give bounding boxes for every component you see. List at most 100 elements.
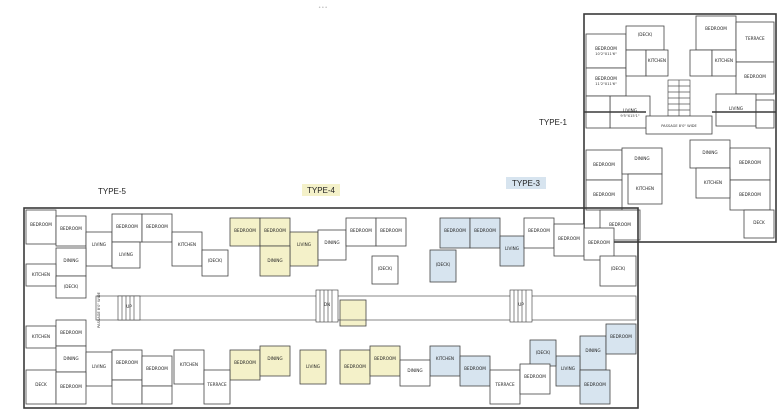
room-outline bbox=[439, 217, 471, 249]
room-outline bbox=[339, 349, 371, 385]
room-label: LIVING bbox=[505, 246, 519, 251]
room-label: BEDROOM bbox=[528, 228, 550, 233]
room-outline bbox=[645, 49, 669, 77]
type3-label: TYPE-3 bbox=[512, 179, 541, 188]
room-outline bbox=[25, 209, 57, 245]
room-label: DINING bbox=[407, 368, 422, 373]
room-outline bbox=[141, 213, 173, 243]
room-outline bbox=[141, 385, 173, 405]
room-label: DINING bbox=[702, 150, 717, 155]
type4-label-bg bbox=[302, 184, 340, 196]
room-outline bbox=[429, 345, 461, 377]
room-outline bbox=[735, 61, 775, 95]
room-outline bbox=[583, 13, 777, 243]
room-outline bbox=[625, 49, 647, 77]
type1-label: TYPE-1 bbox=[539, 118, 568, 127]
room-label: BEDROOM bbox=[264, 228, 286, 233]
room-outline bbox=[201, 249, 229, 277]
room-outline bbox=[489, 369, 521, 405]
room-label: (DECK) bbox=[638, 32, 653, 37]
room-outline bbox=[621, 147, 663, 175]
room-outline bbox=[553, 223, 585, 257]
room-outline bbox=[735, 21, 775, 63]
room-outline bbox=[519, 363, 551, 395]
room-label: (DECK) bbox=[436, 262, 451, 267]
room-label: KITCHEN bbox=[636, 186, 654, 191]
room-label: (DECK) bbox=[536, 350, 551, 355]
room-label: BEDROOM bbox=[60, 384, 82, 389]
room-label: KITCHEN bbox=[715, 58, 733, 63]
stair-core-3 bbox=[509, 289, 533, 323]
room-label: (DECK) bbox=[378, 266, 393, 271]
room-outline bbox=[459, 355, 491, 387]
room-outline bbox=[55, 319, 87, 347]
room-label: KITCHEN bbox=[704, 180, 722, 185]
type1-tower: PASSAGE 8'0" WIDE BEDROOM 10'2"X11'6" BE… bbox=[583, 13, 777, 243]
room-outline bbox=[585, 67, 627, 97]
room-outline bbox=[259, 245, 291, 277]
room-outline bbox=[399, 359, 431, 387]
room-label: BEDROOM bbox=[584, 382, 606, 387]
room-label: BEDROOM bbox=[380, 228, 402, 233]
room-outline bbox=[289, 231, 319, 267]
room-outline bbox=[689, 49, 713, 77]
room-label: BEDROOM bbox=[588, 240, 610, 245]
room-label: 10'2"X11'6" bbox=[595, 52, 617, 56]
room-label: LIVING bbox=[297, 242, 311, 247]
room-label: TERRACE bbox=[494, 382, 515, 387]
room-label: BEDROOM bbox=[524, 374, 546, 379]
room-outline bbox=[173, 349, 205, 385]
room-outline bbox=[345, 217, 377, 247]
stair-core-1 bbox=[117, 295, 141, 321]
room-label: BEDROOM bbox=[146, 366, 168, 371]
room-label: (DECK) bbox=[208, 258, 223, 263]
room-outline bbox=[23, 207, 639, 409]
room-label: 11'2"X11'6" bbox=[595, 82, 617, 86]
room-label: DN bbox=[324, 302, 330, 307]
room-outline bbox=[579, 335, 607, 371]
room-outline bbox=[755, 99, 775, 129]
room-label: BEDROOM bbox=[705, 26, 727, 31]
room-label: KITCHEN bbox=[436, 356, 454, 361]
room-outline bbox=[171, 231, 203, 267]
room-label: BEDROOM bbox=[374, 356, 396, 361]
room-outline bbox=[625, 25, 665, 51]
room-label: BEDROOM bbox=[609, 222, 631, 227]
room-label: BEDROOM bbox=[595, 76, 617, 81]
room-label: LIVING bbox=[623, 108, 637, 113]
room-label: (DECK) bbox=[611, 266, 626, 271]
room-label: BEDROOM bbox=[350, 228, 372, 233]
room-label: TERRACE bbox=[206, 382, 227, 387]
room-outline bbox=[645, 115, 713, 135]
room-label: BEDROOM bbox=[234, 360, 256, 365]
room-label: BEDROOM bbox=[344, 364, 366, 369]
room-outline bbox=[339, 299, 367, 327]
room-outline bbox=[523, 217, 555, 249]
plan-title-fragment: ... bbox=[318, 0, 328, 11]
room-label: DINING bbox=[267, 258, 282, 263]
room-outline bbox=[55, 371, 87, 405]
room-outline bbox=[259, 345, 291, 377]
type4-label: TYPE-4 bbox=[307, 186, 336, 195]
room-outline bbox=[55, 275, 87, 299]
room-outline bbox=[111, 379, 143, 405]
room-outline bbox=[583, 227, 615, 261]
room-outline bbox=[605, 323, 637, 355]
room-outline bbox=[259, 217, 291, 247]
room-label: DINING bbox=[63, 258, 78, 263]
room-label: PASSAGE 8'0" WIDE bbox=[97, 291, 101, 327]
room-label: BEDROOM bbox=[739, 192, 761, 197]
room-label: 9'5"X15'1" bbox=[620, 114, 640, 118]
room-outline bbox=[711, 49, 737, 77]
room-outline bbox=[229, 349, 261, 381]
room-label: BEDROOM bbox=[116, 224, 138, 229]
room-label: LIVING bbox=[119, 252, 133, 257]
type1-passage-label: PASSAGE 8'0" WIDE bbox=[661, 124, 697, 128]
room-outline bbox=[599, 255, 637, 287]
type3-label-bg bbox=[506, 177, 546, 189]
room-label: LIVING bbox=[729, 106, 743, 111]
main-slab: PASSAGE 8'0" WIDE bbox=[23, 207, 639, 409]
room-outline bbox=[743, 209, 775, 239]
room-outline bbox=[509, 289, 533, 323]
